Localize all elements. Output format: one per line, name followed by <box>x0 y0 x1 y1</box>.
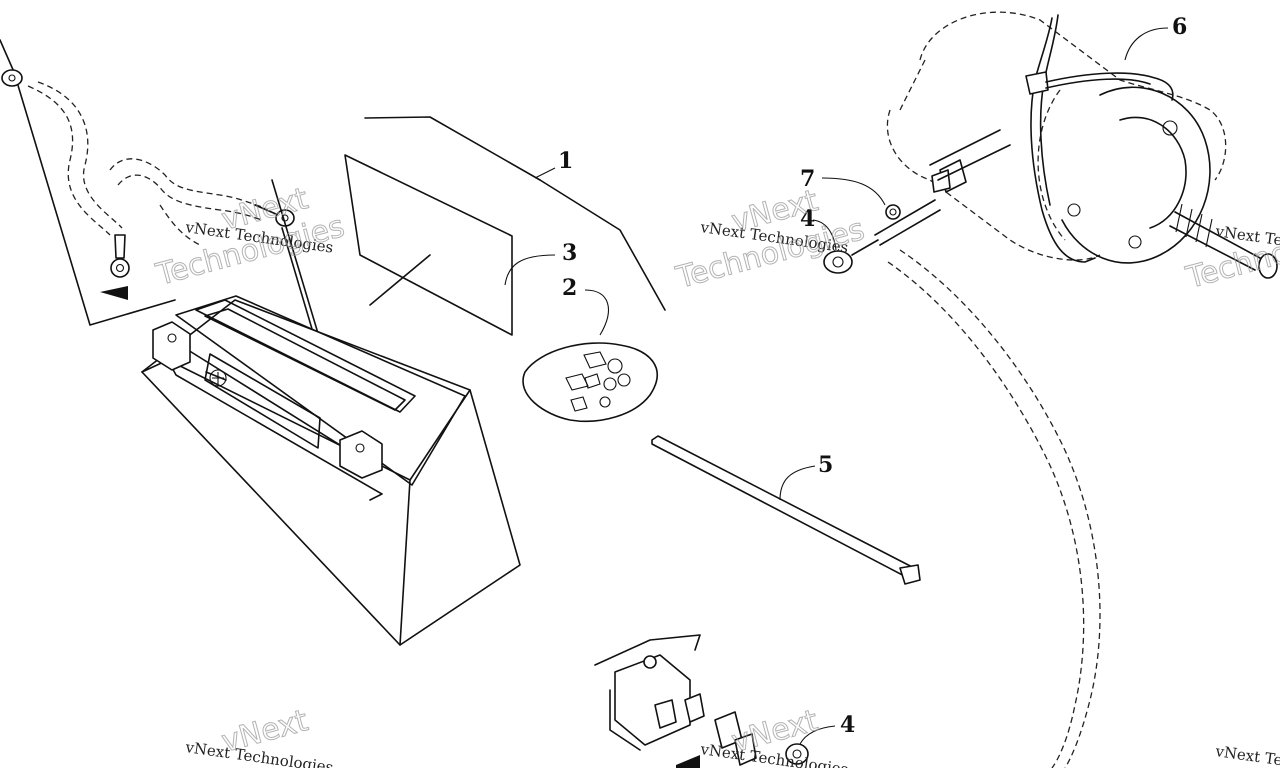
callout-3: 3 <box>562 240 577 266</box>
watermark-top-left: vNext Technologies vNext Technologies <box>152 181 349 294</box>
callout-5: 5 <box>818 452 833 478</box>
leader-lines <box>504 27 1169 745</box>
battery-box-outline <box>364 116 666 311</box>
hardware-kit <box>522 342 658 423</box>
callout-labels: 1 2 3 4 4 5 6 7 <box>558 14 1187 738</box>
starter-solenoid <box>594 634 809 768</box>
positive-cable <box>823 199 1101 768</box>
callout-7: 7 <box>800 166 815 192</box>
callout-4-top: 4 <box>800 206 815 232</box>
watermark-bottom-left: vNext Technologies vNext <box>183 703 334 768</box>
callout-1: 1 <box>558 148 573 174</box>
watermark-bottom-right: vNext Technologies <box>1213 742 1280 768</box>
watermark-top-middle: vNext Technologies vNext Technologies <box>672 183 869 297</box>
callout-6: 6 <box>1172 14 1187 40</box>
watermark-small: vNext Technologies <box>1213 742 1280 768</box>
cable-tie <box>651 435 921 585</box>
callout-4-bottom: 4 <box>840 712 855 738</box>
starter-motor <box>886 11 1278 279</box>
battery <box>141 295 521 646</box>
callout-2: 2 <box>562 275 577 301</box>
battery-pad <box>344 154 513 336</box>
wire-harness <box>1025 14 1174 263</box>
